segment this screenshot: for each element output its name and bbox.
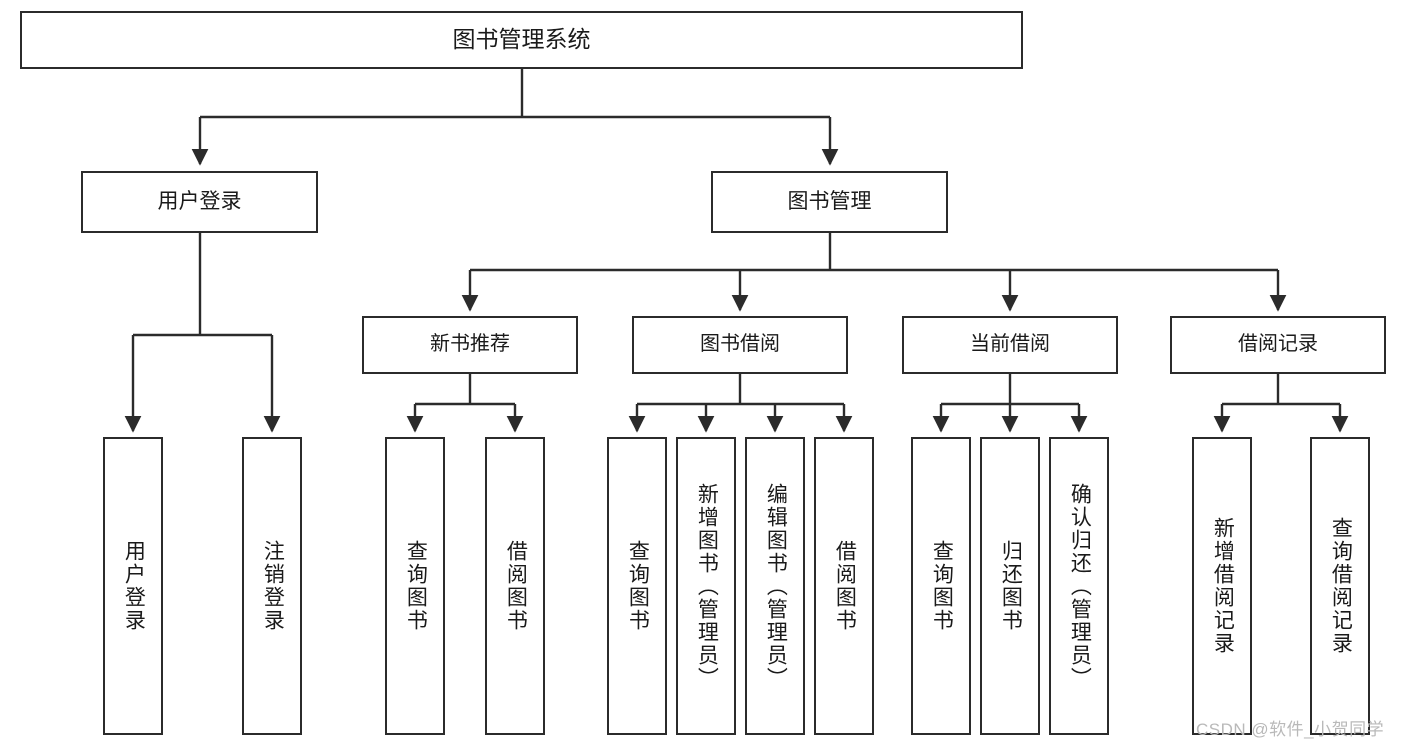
leaf-label: 用户登录: [122, 540, 146, 632]
leaf-label: 新增图书（管理员）: [695, 482, 719, 690]
node-book-borrow[interactable]: 图书借阅: [632, 316, 848, 374]
leaf-label: 借阅图书: [504, 540, 528, 632]
leaf-user-login-login[interactable]: 用户登录: [103, 437, 163, 735]
node-book-management-label: 图书管理: [787, 189, 872, 213]
leaf-label: 注销登录: [261, 540, 285, 632]
leaf-book-borrow-query[interactable]: 查询图书: [607, 437, 667, 735]
leaf-label: 查询图书: [930, 540, 954, 632]
watermark: CSDN @软件_小贺同学: [1196, 720, 1385, 739]
node-new-book-recommend[interactable]: 新书推荐: [362, 316, 578, 374]
leaf-borrow-record-query[interactable]: 查询借阅记录: [1310, 437, 1370, 735]
leaf-label: 新增借阅记录: [1211, 517, 1235, 655]
node-user-login[interactable]: 用户登录: [81, 171, 318, 233]
leaf-label: 归还图书: [999, 540, 1023, 632]
node-current-borrow[interactable]: 当前借阅: [902, 316, 1118, 374]
node-root[interactable]: 图书管理系统: [20, 11, 1023, 69]
leaf-label: 确认归还（管理员）: [1068, 482, 1092, 690]
node-borrow-record-label: 借阅记录: [1238, 333, 1318, 356]
leaf-current-borrow-query[interactable]: 查询图书: [911, 437, 971, 735]
leaf-borrow-record-add[interactable]: 新增借阅记录: [1192, 437, 1252, 735]
leaf-new-book-query[interactable]: 查询图书: [385, 437, 445, 735]
node-book-borrow-label: 图书借阅: [700, 333, 780, 356]
leaf-current-borrow-return[interactable]: 归还图书: [980, 437, 1040, 735]
leaf-user-login-logout[interactable]: 注销登录: [242, 437, 302, 735]
leaf-label: 借阅图书: [833, 540, 857, 632]
leaf-current-borrow-confirm[interactable]: 确认归还（管理员）: [1049, 437, 1109, 735]
leaf-book-borrow-add[interactable]: 新增图书（管理员）: [676, 437, 736, 735]
leaf-new-book-borrow[interactable]: 借阅图书: [485, 437, 545, 735]
leaf-book-borrow-borrow[interactable]: 借阅图书: [814, 437, 874, 735]
leaf-label: 编辑图书（管理员）: [764, 482, 788, 690]
node-book-management[interactable]: 图书管理: [711, 171, 948, 233]
leaf-label: 查询图书: [404, 540, 428, 632]
leaf-book-borrow-edit[interactable]: 编辑图书（管理员）: [745, 437, 805, 735]
leaf-label: 查询借阅记录: [1329, 517, 1353, 655]
node-borrow-record[interactable]: 借阅记录: [1170, 316, 1386, 374]
node-current-borrow-label: 当前借阅: [970, 333, 1050, 356]
node-root-label: 图书管理系统: [452, 26, 591, 53]
leaf-label: 查询图书: [626, 540, 650, 632]
node-user-login-label: 用户登录: [157, 189, 242, 213]
node-new-book-recommend-label: 新书推荐: [430, 333, 510, 356]
